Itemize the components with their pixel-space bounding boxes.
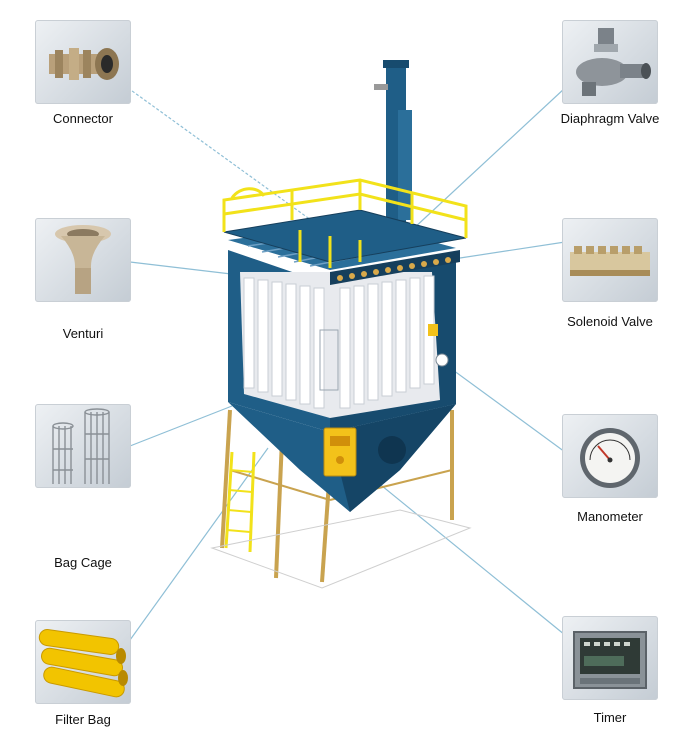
manometer-label: Manometer [577,509,643,524]
outlet-pipe [374,60,412,222]
venturi-thumbnail [35,218,131,302]
connector-icon [49,48,119,80]
solenoid-valve-icon [570,246,650,276]
solenoid-valve-thumbnail [562,218,658,302]
leader-timer [359,467,566,636]
leader-bag-cage [129,405,233,447]
timer-thumbnail [562,616,658,700]
valve-row [337,257,451,281]
venturi-label: Venturi [62,326,104,341]
base-shadow [210,509,472,589]
filter-bag-thumbnail [35,620,131,704]
filter-bag-icon [38,629,128,698]
filter-bag-label: Filter Bag [55,712,111,727]
filter-bags-cutaway [240,272,440,418]
leader-solenoid [459,241,566,259]
solenoid-valve-label: Solenoid Valve [567,314,653,329]
manometer-thumbnail [562,414,658,498]
leader-diaphragm [411,87,566,231]
bag-cage-icon [52,408,110,484]
manometer-icon [580,428,640,488]
venturi-icon [55,225,111,294]
roof-deck [223,209,467,263]
ladder [224,451,256,553]
connector-thumbnail [35,20,131,104]
diaphragm-valve-thumbnail [562,20,658,104]
leader-lines [127,87,566,641]
manometer-gauge [435,353,449,367]
leader-manometer [441,361,566,453]
bag-cage-label: Bag Cage [54,555,112,570]
control-panel [323,427,357,477]
leader-filter-bag [129,447,269,641]
timer-icon [573,631,647,689]
diaphragm-valve-icon [576,28,651,96]
timer-label: Timer [593,710,627,725]
connector-label: Connector [53,111,113,126]
diaphragm-valve-label: Diaphragm Valve [560,111,660,126]
bag-cage-thumbnail [35,404,131,488]
railing [222,178,468,268]
